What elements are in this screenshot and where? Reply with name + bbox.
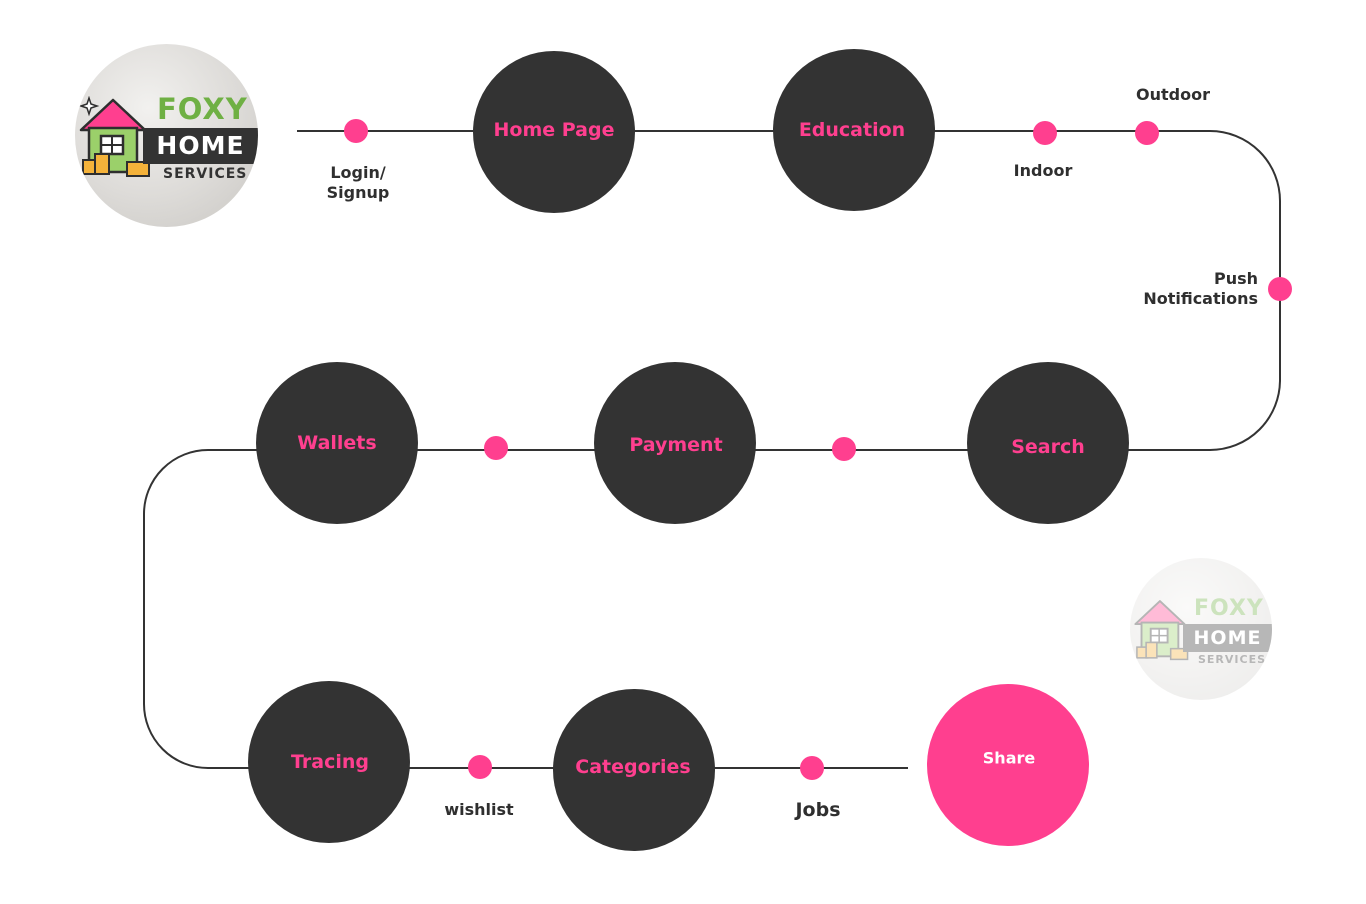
brand-foxy-watermark: FOXY <box>1194 596 1264 621</box>
dot-outdoor[interactable] <box>1135 121 1159 145</box>
node-home-page[interactable] <box>473 51 635 213</box>
brand-home-watermark: HOME <box>1183 624 1272 652</box>
house-icon <box>1134 600 1189 661</box>
indoor-label: Indoor <box>1013 161 1073 180</box>
node-payment-label: Payment <box>629 434 723 456</box>
brand-logo: FOXY HOME SERVICES <box>75 44 258 227</box>
dot-push[interactable] <box>1268 277 1292 301</box>
dot-payment-wallets[interactable] <box>484 436 508 460</box>
node-categories-label: Categories <box>575 756 691 778</box>
push-notifications-label: Push Notifications <box>1143 269 1259 308</box>
node-wallets[interactable] <box>256 362 418 524</box>
node-share-label: Share <box>982 748 1036 768</box>
node-wallets-label: Wallets <box>297 432 377 454</box>
wishlist-label: wishlist <box>444 800 514 819</box>
brand-foxy: FOXY <box>157 92 248 126</box>
dot-search-payment[interactable] <box>832 437 856 461</box>
node-education-label: Education <box>798 119 906 141</box>
node-search[interactable] <box>967 362 1129 524</box>
node-share[interactable] <box>927 684 1089 846</box>
login-signup-label: Login/ Signup <box>326 163 390 202</box>
outdoor-label: Outdoor <box>1136 85 1210 104</box>
node-search-label: Search <box>1011 436 1085 458</box>
house-icon <box>78 96 150 177</box>
dot-indoor[interactable] <box>1033 121 1057 145</box>
dot-jobs[interactable] <box>800 756 824 780</box>
jobs-label: Jobs <box>795 799 841 821</box>
node-home-page-label: Home Page <box>493 119 615 141</box>
node-education[interactable] <box>773 49 935 211</box>
node-payment[interactable] <box>594 362 756 524</box>
brand-services: SERVICES <box>163 166 248 182</box>
brand-logo-watermark: FOXY HOME SERVICES <box>1130 558 1272 700</box>
node-tracing[interactable] <box>248 681 410 843</box>
node-tracing-label: Tracing <box>291 751 369 773</box>
brand-home: HOME <box>143 128 258 164</box>
dot-login[interactable] <box>344 119 368 143</box>
brand-services-watermark: SERVICES <box>1198 653 1267 666</box>
node-categories[interactable] <box>553 689 715 851</box>
dot-wishlist[interactable] <box>468 755 492 779</box>
